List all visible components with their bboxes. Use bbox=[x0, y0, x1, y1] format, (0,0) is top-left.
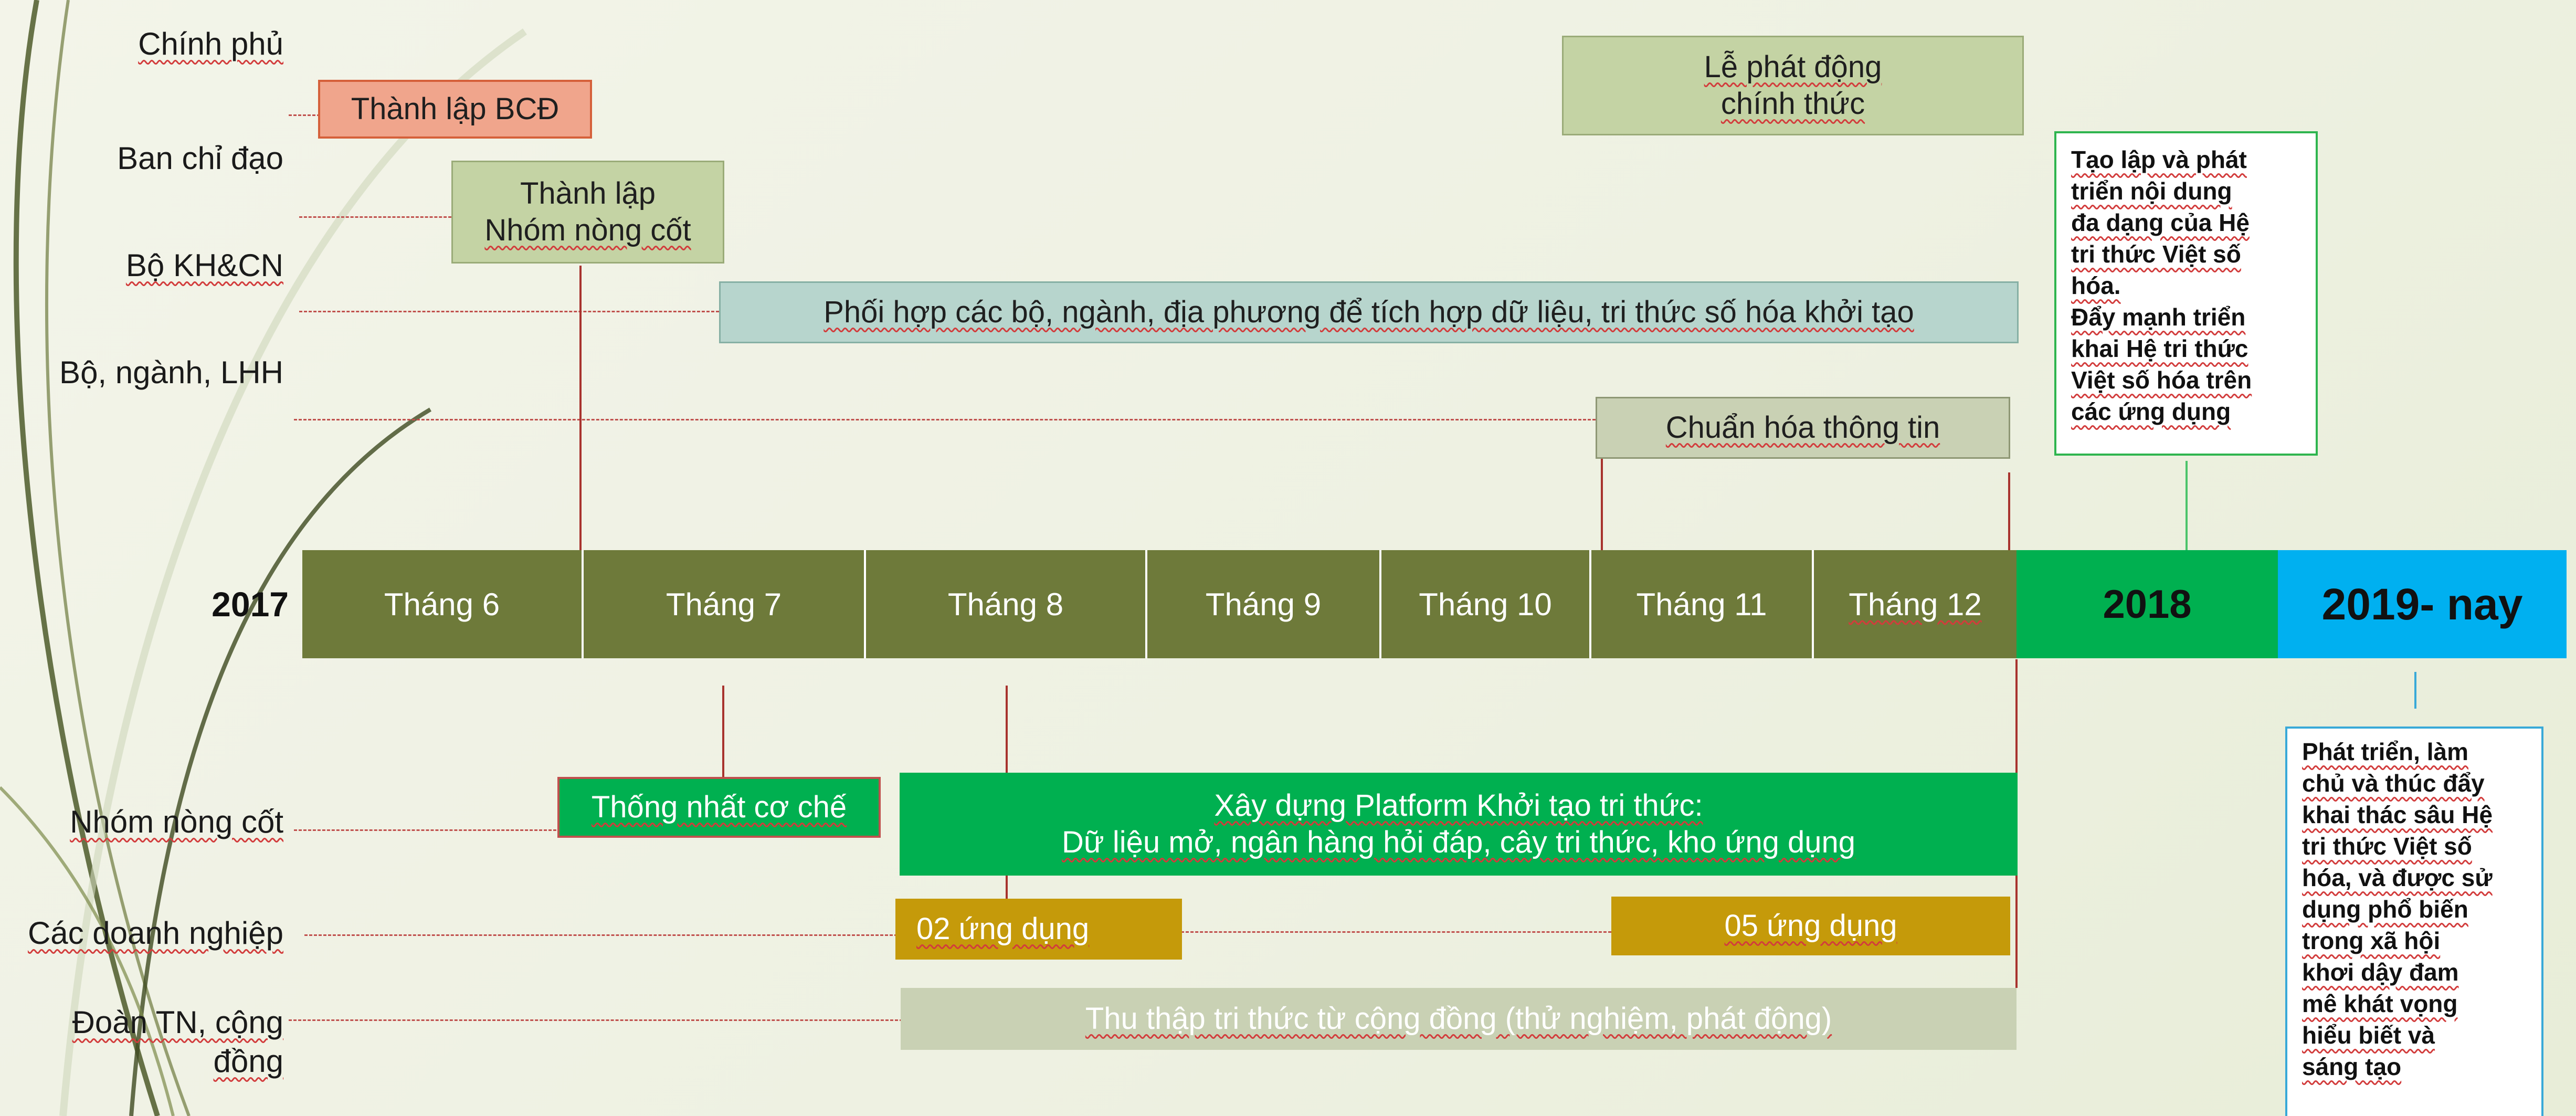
dash-ban-chi-dao bbox=[289, 114, 320, 116]
box-05-ung-dung: 05 ứng dụng bbox=[1611, 897, 2010, 955]
year-2019-nay: 2019- nay bbox=[2278, 550, 2567, 658]
connector-2019 bbox=[2414, 672, 2416, 709]
note-2018-line: các ứng dụng bbox=[2071, 398, 2231, 425]
connector-thang-7 bbox=[722, 686, 724, 780]
dash-nhom-nong-cot bbox=[294, 829, 556, 831]
row-label-dong: đồng bbox=[213, 1044, 283, 1079]
note-2019-line: khơi dậy đam bbox=[2302, 959, 2459, 986]
note-2018-line: triển nội dung bbox=[2071, 177, 2232, 205]
note-2019-line: trong xã hội bbox=[2302, 927, 2441, 954]
row-label-cac-doanh-nghiep: Các doanh nghiệp bbox=[27, 915, 283, 951]
dash-bo-nganh-lhh bbox=[294, 419, 1596, 420]
box-thanh-lap-bcd: Thành lập BCĐ bbox=[318, 80, 592, 139]
row-label-ban-chi-dao: Ban chỉ đạo bbox=[117, 141, 283, 176]
box-phoi-hop: Phối hợp các bộ, ngành, địa phương để tí… bbox=[719, 281, 2019, 343]
note-2018-line: Đẩy mạnh triển bbox=[2071, 303, 2246, 331]
note-2018-line: khai Hệ tri thức bbox=[2071, 335, 2248, 362]
note-2019-line: hóa, và được sử bbox=[2302, 864, 2493, 891]
year-2017: 2017 bbox=[212, 585, 289, 624]
box-le-phat-dong: Lễ phát động chính thức bbox=[1562, 36, 2024, 135]
connector-thang-12-top bbox=[2008, 472, 2010, 552]
month-thang-11: Tháng 11 bbox=[1591, 550, 1814, 658]
note-2018-line: hóa. bbox=[2071, 272, 2121, 299]
dash-doanh-nghiep-2 bbox=[1181, 931, 1611, 933]
note-2019-line: mê khát vọng bbox=[2302, 990, 2458, 1017]
connector-chuan-hoa bbox=[1601, 458, 1603, 552]
dash-bo-khcn bbox=[299, 216, 451, 218]
dash-doanh-nghiep-1 bbox=[304, 934, 898, 936]
month-thang-6: Tháng 6 bbox=[302, 550, 584, 658]
row-label-doan-tn: Đoàn TN, cộng bbox=[72, 1005, 283, 1040]
note-2019-line: sáng tạo bbox=[2302, 1053, 2402, 1080]
box-thong-nhat-co-che: Thống nhất cơ chế bbox=[557, 777, 881, 838]
row-label-chinh-phu: Chính phủ bbox=[138, 26, 283, 61]
note-2019: Phát triển, làm chủ và thúc đẩy khai thá… bbox=[2285, 727, 2543, 1116]
note-2019-line: chủ và thúc đẩy bbox=[2302, 770, 2485, 797]
month-thang-10: Tháng 10 bbox=[1381, 550, 1591, 658]
dash-bo-nganh bbox=[299, 311, 719, 312]
box-chuan-hoa: Chuẩn hóa thông tin bbox=[1596, 397, 2010, 459]
note-2019-line: dụng phổ biến bbox=[2302, 896, 2468, 923]
note-2018-line: Việt số hóa trên bbox=[2071, 366, 2252, 394]
note-2018-line: đa dạng của Hệ bbox=[2071, 209, 2250, 236]
row-label-bo-khcn: Bộ KH&CN bbox=[125, 248, 283, 283]
note-2019-line: tri thức Việt số bbox=[2302, 833, 2472, 860]
month-thang-12: Tháng 12 bbox=[1814, 550, 2017, 658]
note-2018-line: Tạo lập và phát bbox=[2071, 146, 2247, 173]
note-2019-line: hiểu biết và bbox=[2302, 1022, 2435, 1049]
connector-2018 bbox=[2186, 461, 2188, 550]
box-thu-thap-tri-thuc: Thu thập tri thức từ cộng đồng (thử nghi… bbox=[901, 988, 2017, 1050]
dash-doan-tn bbox=[289, 1019, 903, 1021]
month-thang-7: Tháng 7 bbox=[584, 550, 866, 658]
box-thanh-lap-nhom: Thành lập Nhóm nòng cốt bbox=[451, 161, 724, 264]
row-label-nhom-nong-cot: Nhóm nòng cốt bbox=[70, 804, 283, 839]
box-02-ung-dung: 02 ứng dụng bbox=[895, 899, 1182, 960]
year-2018: 2018 bbox=[2017, 550, 2278, 658]
note-2018: Tạo lập và phát triển nội dung đa dạng c… bbox=[2054, 131, 2318, 456]
box-xay-dung-platform: Xây dựng Platform Khởi tạo tri thức: Dữ … bbox=[900, 773, 2018, 876]
month-thang-9: Tháng 9 bbox=[1147, 550, 1381, 658]
month-thang-8: Tháng 8 bbox=[866, 550, 1147, 658]
note-2019-line: khai thác sâu Hệ bbox=[2302, 801, 2493, 828]
connector-nhom-nong-cot bbox=[579, 266, 582, 554]
note-2018-line: tri thức Việt số bbox=[2071, 240, 2241, 268]
note-2019-line: Phát triển, làm bbox=[2302, 738, 2468, 765]
row-label-bo-nganh-lhh: Bộ, ngành, LHH bbox=[59, 355, 283, 390]
